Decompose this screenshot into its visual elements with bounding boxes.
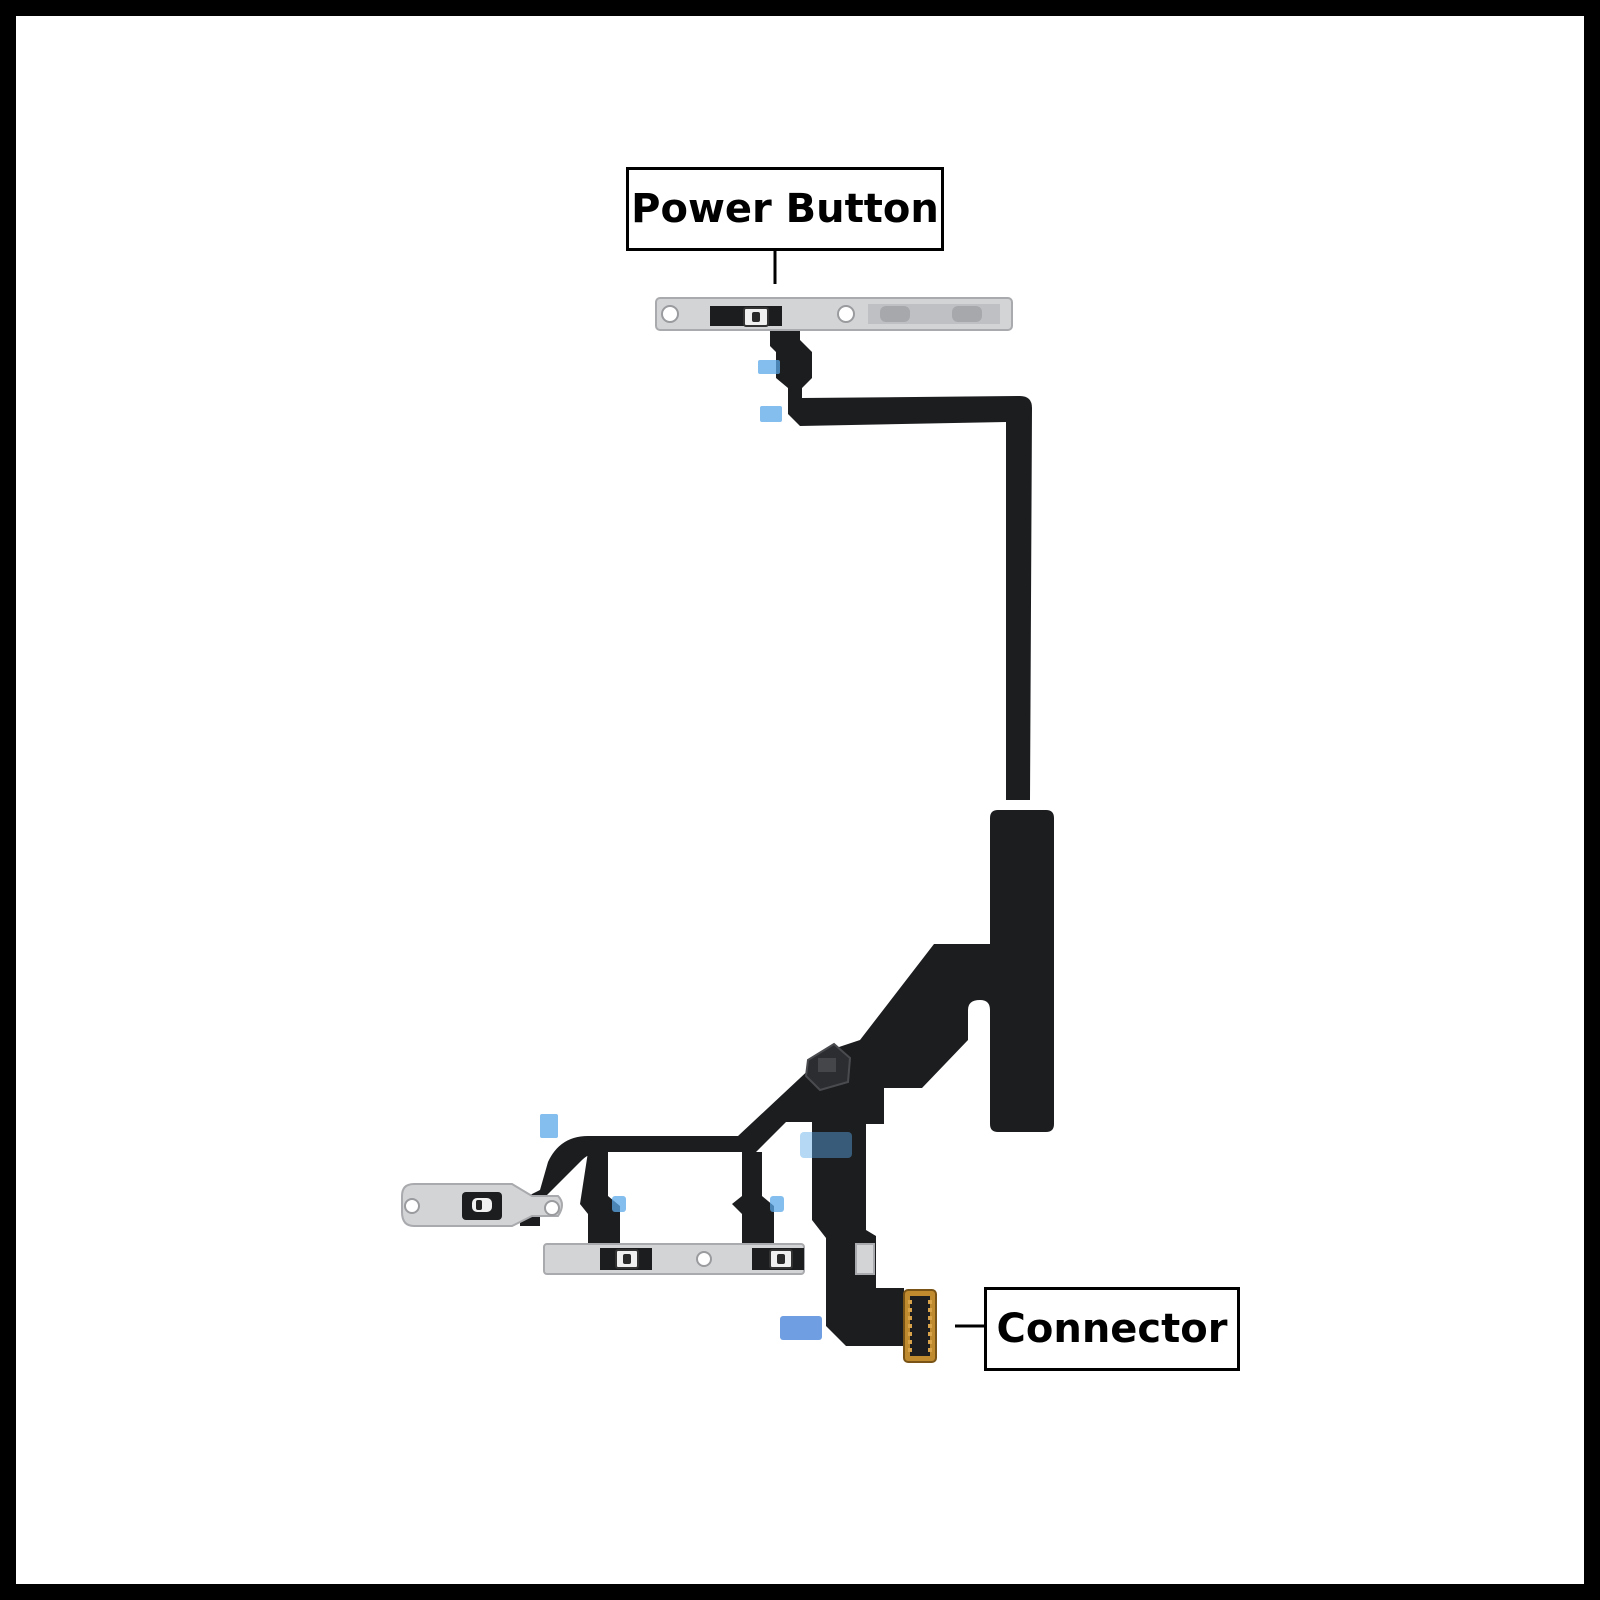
- adhesive-tab: [540, 1114, 558, 1138]
- adhesive-tab: [758, 360, 780, 374]
- connector-callout: Connector: [984, 1287, 1240, 1371]
- power-button-label: Power Button: [631, 186, 939, 232]
- adhesive-tab: [612, 1196, 626, 1212]
- volume-button-brackets: [543, 1243, 875, 1275]
- power-button-bracket: [655, 297, 1013, 331]
- flex-side-tab: [812, 1108, 884, 1124]
- connector-label: Connector: [996, 1306, 1228, 1352]
- flex-volume-up-branch: [732, 1152, 774, 1262]
- adhesive-tab: [780, 1316, 822, 1340]
- flex-top-riser: [770, 318, 1032, 800]
- adhesive-tab: [760, 406, 782, 422]
- power-button-callout: Power Button: [626, 167, 944, 251]
- mute-switch-bracket: [401, 1183, 563, 1227]
- adhesive-tab: [800, 1132, 852, 1158]
- sensor-chip: [804, 1042, 852, 1092]
- flex-volume-down-branch: [580, 1152, 620, 1262]
- board-connector: [903, 1289, 937, 1363]
- flex-cable: [520, 318, 1054, 1346]
- adhesive-tab: [770, 1196, 784, 1212]
- bracket-screw-hole: [837, 305, 855, 323]
- flex-wide-tongue: [520, 810, 1054, 1346]
- bracket-screw-hole: [661, 305, 679, 323]
- adhesive-tabs: [540, 360, 852, 1340]
